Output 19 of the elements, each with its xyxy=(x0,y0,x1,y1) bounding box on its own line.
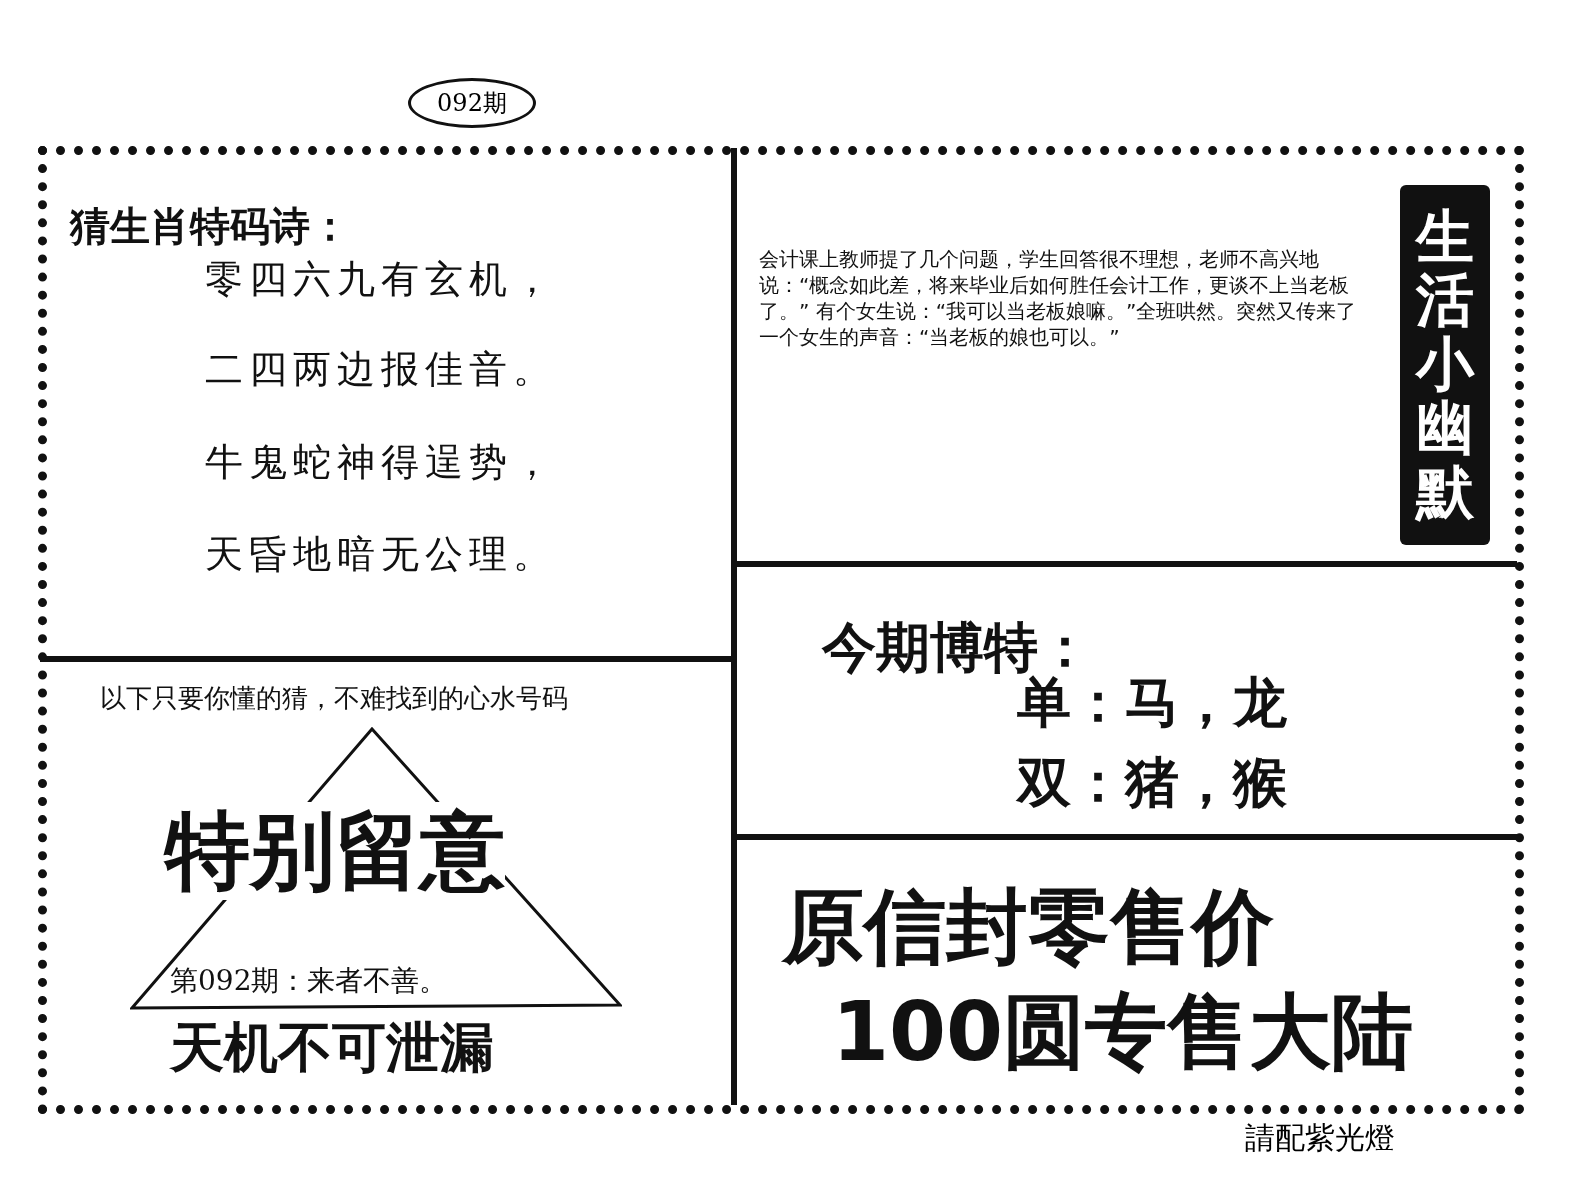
poem-line: 牛鬼蛇神得逞势， xyxy=(205,441,557,485)
vertical-label: 生活小幽默 xyxy=(1416,205,1474,525)
triangle xyxy=(130,727,622,1012)
price-headline: 原信封零售价 xyxy=(782,880,1274,975)
headline: 特别留意 xyxy=(165,802,505,900)
triangle-text: 第092期：来者不善。 xyxy=(170,965,448,998)
pick-line: 双：猪，猴 xyxy=(1017,752,1287,815)
slogan: 天机不可泄漏 xyxy=(170,1017,494,1080)
poem-line: 天昏地暗无公理。 xyxy=(205,533,557,577)
poem-heading: 猜生肖特码诗： xyxy=(70,203,350,249)
poem-line: 零四六九有玄机， xyxy=(205,258,557,302)
poem-line: 二四两边报佳音。 xyxy=(205,348,557,392)
price-headline: 100圆专售大陆 xyxy=(832,985,1414,1080)
panel xyxy=(40,148,737,662)
joke-paragraph: 会计课上教师提了几个问题，学生回答很不理想，老师不高兴地说：“概念如此差，将来毕业后如何胜任会计工作，更谈不上当老板了。” 有个女生说：“我可以当老板娘嘛。”全班哄然。突然又传来了一个女生的声音：“当老板的娘也可以。” xyxy=(759,246,1358,350)
vertical-label-box xyxy=(1400,185,1490,545)
footer-note: 請配紫光燈 xyxy=(1245,1119,1395,1157)
hint-text: 以下只要你懂的猜，不难找到的心水号码 xyxy=(100,684,568,714)
issue-badge: 092期 xyxy=(408,78,536,128)
